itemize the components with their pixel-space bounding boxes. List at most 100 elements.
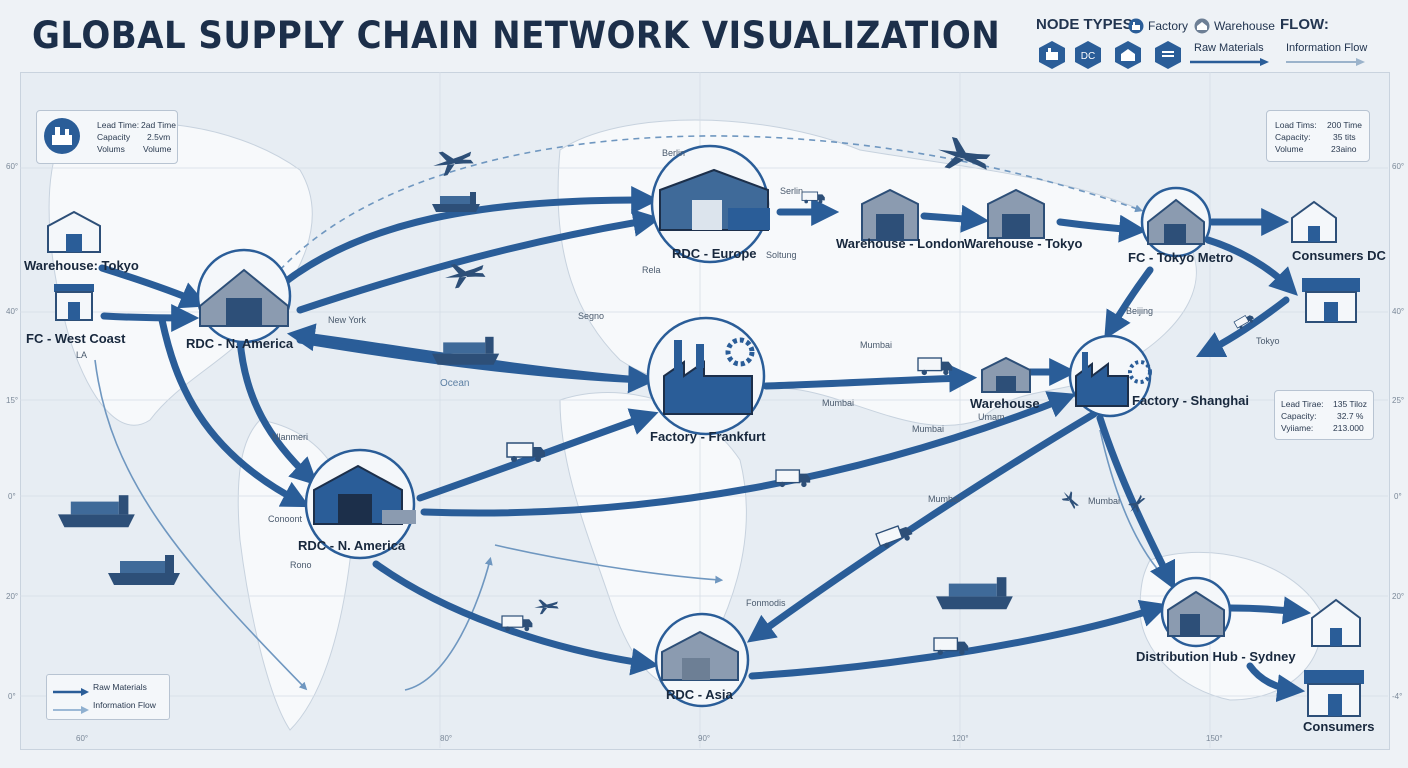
header-legend: NODE TYPES: Factory Warehouse FLOW: DC D… [1030,12,1400,90]
info-label: Volums [97,144,125,154]
grid-label: 150° [1206,734,1223,743]
consumers-store-icon [1302,278,1360,323]
info-box-mid-right: Lead Tirae: 135 Tiloz Capacity: 32.7 % V… [1274,390,1374,440]
info-label: Volume [1275,144,1304,154]
grid-label: 15° [6,396,19,405]
flow-london-to-tokyo [920,204,990,233]
grid-label: 0° [8,692,16,701]
warehouse-tokyo-left-icon [47,210,101,253]
flow-rdc-na-bottom-to-asia [372,560,660,676]
node-label-warehouse-tokyo-mid: Warehouse - Tokyo [964,236,1083,251]
flow-metro-to-consumers-store [1204,236,1298,296]
city-label: Tokyo [1256,336,1280,346]
info-flow-arc-top [279,135,1144,271]
ocean-label: Ocean [440,378,470,389]
consumers-dc-house-icon [1291,200,1337,243]
factory-legend-label: Factory [1148,19,1189,33]
city-label: Umam [978,412,1005,422]
node-label-consumers-dc: Consumers DC [1292,248,1386,263]
ship-icon [936,577,1013,610]
info-value: 2.5vm [147,132,171,142]
grid-label: 60° [6,162,19,171]
svg-text:DC: DC [1081,51,1095,62]
grid-label: -4° [1392,692,1403,701]
node-label-warehouse-tokyo: Warehouse: Tokyo [24,258,139,273]
info-value: 200 Time [1327,120,1362,130]
plane-icon [430,145,475,178]
factory-legend-icon [1128,18,1144,37]
grid-label: 25° [1392,396,1405,405]
flow-rdc-na-to-rdc-europe [296,208,662,314]
flow-sydney-to-consumers-home [1226,596,1312,625]
raw-materials-arrow-icon [53,683,89,701]
information-flow-legend-text: Information Flow [93,700,156,710]
info-label: Capacity: [1275,132,1311,142]
warehouse-tokyo-mid-icon [987,188,1045,239]
city-label: Berlin [662,148,686,158]
node-label-factory-shanghai: Factory - Shanghai [1132,393,1250,408]
city-label: Soltung [766,250,797,260]
fc-hex-icon [1154,40,1182,73]
city-label: Fonmodis [746,598,786,608]
info-label: Load Tims: [1275,120,1317,130]
info-box-top-left: Lead Time: 2ad Time Capacity 2.5vm Volum… [36,110,178,164]
node-label-factory-frankfurt: Factory - Frankfurt [650,429,766,444]
flow-label: FLOW: [1280,16,1329,33]
grid-label: 40° [6,307,19,316]
node-label-consumers: Consumers [1303,719,1375,734]
info-flow-atlantic [494,544,724,584]
grid-label: 120° [952,734,969,743]
city-label: Mumbai [928,494,961,504]
city-label: LA [76,350,88,360]
bottom-legend: Raw Materials Information Flow [46,674,170,720]
information-flow-legend-arrow [1286,56,1366,70]
ship-icon [432,336,500,365]
flow-store-to-shanghai [1195,296,1290,358]
grid-label: 20° [1392,592,1405,601]
grid-label: 60° [76,734,89,743]
node-label-warehouse-london: Warehouse - London [836,236,965,251]
info-flow-south-america [404,556,493,691]
node-label-rdc-europe: RDC - Europe [672,246,757,261]
city-label: Segno [578,311,605,321]
truck-icon [501,615,534,632]
city-label: Mumbai [860,340,893,350]
factory-frankfurt-icon [646,316,766,436]
nodes [47,144,1364,717]
city-label: Mumbai [912,424,945,434]
facility-icon [43,117,81,157]
flow-rdc-na-to-frankfurt [296,336,657,394]
info-label: Capacity [97,132,131,142]
city-label: New York [328,315,367,325]
info-value: 23aino [1331,144,1357,154]
city-label: Nlanmeri [272,432,309,442]
grid-label: 60° [1392,162,1405,171]
information-flow-arrow-icon [53,701,89,719]
distribution-hub-sydney-icon [1160,576,1232,648]
info-label: Lead Tirae: [1281,399,1324,409]
factory-hex-icon [1038,40,1066,73]
truck-icon [875,521,915,551]
flow-fc-west-to-rdc-na [100,303,200,332]
city-label: Rela [642,265,661,275]
node-label-distribution-hub-sydney: Distribution Hub - Sydney [1136,649,1296,664]
factory-shanghai-icon [1068,334,1152,418]
grid-label: 90° [698,734,711,743]
rdc-asia-icon [654,612,750,708]
info-value: 135 Tiloz [1333,399,1368,409]
node-label-fc-tokyo-metro: FC - Tokyo Metro [1128,250,1234,265]
grid-label: 0° [1394,492,1402,501]
flow-warehouse-tokyo-to-rdc-na [98,264,209,309]
node-label-rdc-asia: RDC - Asia [666,687,733,702]
flow-metro-to-shanghai [1104,266,1154,340]
raw-material-flows [98,186,1312,703]
raw-materials-legend-arrow [1190,56,1270,70]
node-label-fc-west-coast: FC - West Coast [26,331,126,346]
flow-tokyo-to-fc-metro [1056,214,1148,243]
info-label: Vyiiame: [1281,423,1314,433]
node-types-label: NODE TYPES: [1036,16,1138,33]
flow-shanghai-to-rdc-asia [746,410,1098,643]
warehouse-hex-icon [1114,40,1142,73]
consumers-store-bottom-icon [1304,670,1364,717]
info-value: 213.000 [1333,423,1364,433]
